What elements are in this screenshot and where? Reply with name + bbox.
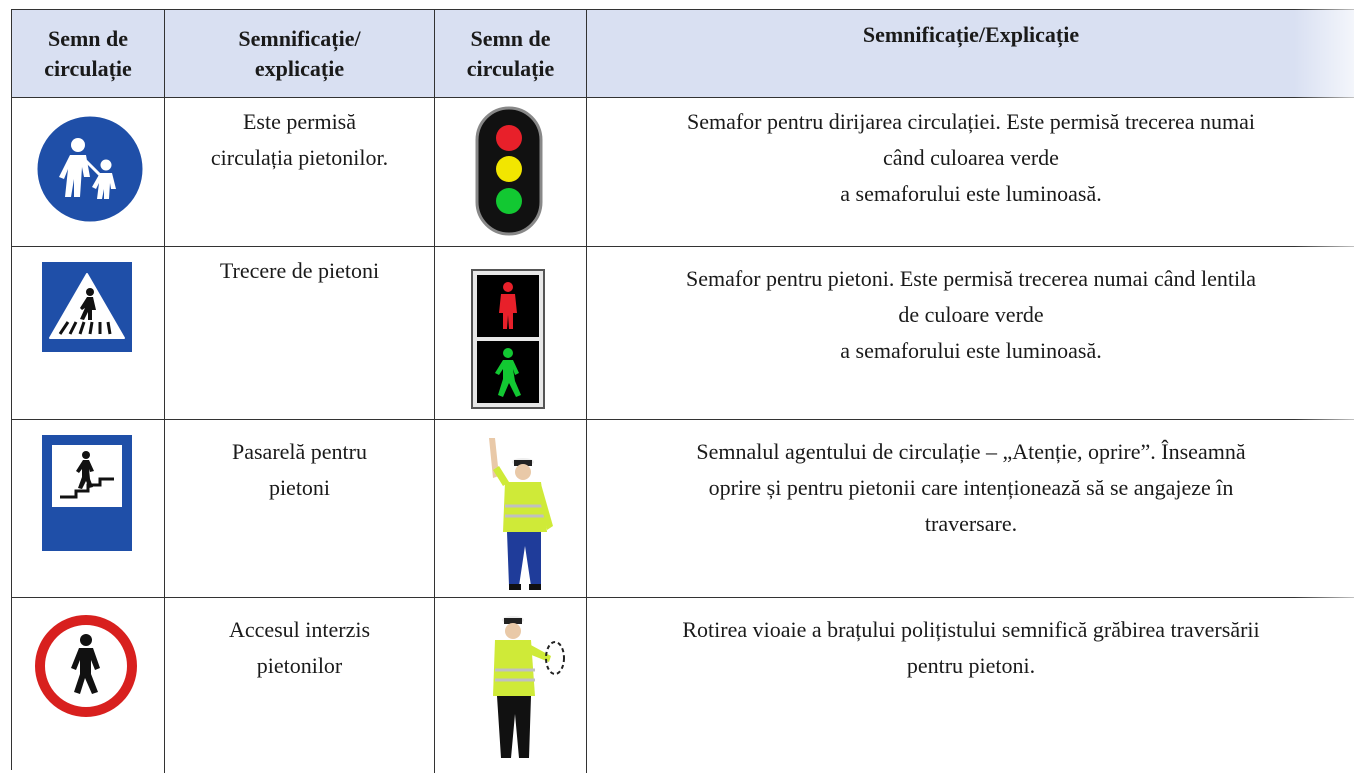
table-row: Pasarelă pentru pietoni Semnalul agen [12, 420, 1354, 598]
header-text: Semn de [470, 25, 551, 51]
explanation-line: când culoarea verde [883, 145, 1059, 170]
header-meaning-col: Semnificație/explicație [165, 10, 435, 97]
traffic-officer-rotating-arm-icon [493, 616, 565, 758]
explanation-line: a semaforului este luminoasă. [840, 338, 1102, 363]
meaning-cell: Pasarelă pentru pietoni [165, 420, 435, 597]
sign-cell [12, 247, 165, 419]
traffic-light-icon [475, 106, 543, 236]
table-header: Semn de circulație Semnificație/explicați… [12, 10, 1354, 98]
explanation-line: Semnalul agentului de circulație – „Aten… [696, 439, 1246, 464]
meaning-cell: Este permisă circulația pietonilor. [165, 98, 435, 246]
traffic-officer-stop-icon [489, 438, 553, 590]
meaning-line: circulația pietonilor. [210, 145, 389, 170]
signal-cell [435, 98, 587, 246]
explanation-cell: Semnalul agentului de circulație – „Aten… [587, 420, 1354, 597]
pedestrian-light-icon [471, 269, 545, 409]
header-text: Semnificație/Explicație [862, 22, 1080, 47]
pedestrian-overpass-icon [42, 435, 132, 551]
pedestrian-path-icon [34, 113, 146, 225]
meaning-cell: Accesul interzis pietonilor [165, 598, 435, 773]
meaning-line: Trecere de pietoni [219, 258, 380, 283]
explanation-line: Semafor pentru dirijarea circulației. Es… [686, 109, 1256, 134]
explanation-cell: Semafor pentru dirijarea circulației. Es… [587, 98, 1354, 246]
table-row: Accesul interzis pietonilor Rotirea vioa… [12, 598, 1354, 773]
pedestrian-crossing-icon [42, 262, 132, 352]
table-row: Este permisă circulația pietonilor. Sema… [12, 98, 1354, 247]
header-explanation-col: Semnificație/Explicație [587, 10, 1354, 97]
sign-cell [12, 598, 165, 773]
traffic-signs-table: Semn de circulație Semnificație/explicați… [11, 9, 1354, 773]
header-sign-col: Semn de circulație [12, 10, 165, 97]
header-text: explicație [254, 55, 345, 81]
explanation-line: oprire și pentru pietonii care intențion… [708, 475, 1234, 500]
header-text: Semn de [47, 25, 129, 51]
meaning-line: pietoni [268, 475, 331, 500]
header-sign-col-2: Semn de circulație [435, 10, 587, 97]
signal-cell [435, 598, 587, 773]
meaning-line: Pasarelă pentru [232, 439, 367, 464]
signal-cell [435, 247, 587, 419]
sign-cell [12, 98, 165, 246]
explanation-line: a semaforului este luminoasă. [840, 181, 1102, 206]
signal-cell [435, 420, 587, 597]
meaning-line: pietonilor [256, 653, 343, 678]
no-pedestrians-icon [35, 615, 137, 717]
explanation-line: de culoare verde [898, 302, 1044, 327]
explanation-line: traversare. [924, 511, 1018, 536]
meaning-line: Accesul interzis [228, 617, 371, 642]
explanation-line: pentru pietoni. [906, 653, 1036, 678]
explanation-cell: Semafor pentru pietoni. Este permisă tre… [587, 247, 1354, 419]
meaning-cell: Trecere de pietoni [165, 247, 435, 419]
header-text: circulație [44, 55, 132, 81]
explanation-line: Rotirea vioaie a brațului polițistului s… [682, 617, 1260, 642]
meaning-line: Este permisă [242, 109, 357, 134]
sign-cell [12, 420, 165, 597]
explanation-cell: Rotirea vioaie a brațului polițistului s… [587, 598, 1354, 773]
header-text: Semnificație/ [238, 25, 361, 51]
table-row: Trecere de pietoni Semafor pentru pieton… [12, 247, 1354, 420]
header-text: circulație [466, 55, 555, 81]
explanation-line: Semafor pentru pietoni. Este permisă tre… [686, 266, 1256, 291]
